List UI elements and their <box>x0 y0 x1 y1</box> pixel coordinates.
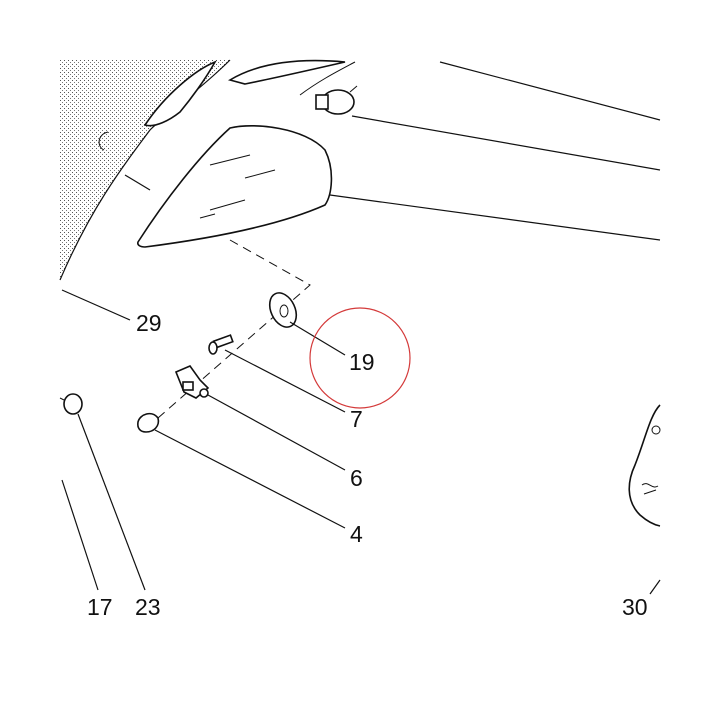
leader-23 <box>77 413 146 591</box>
callout-30: 30 <box>622 594 648 620</box>
leader-4 <box>154 429 346 529</box>
leader-6 <box>207 394 346 471</box>
leader-30 <box>649 579 661 595</box>
callout-17: 17 <box>87 594 113 620</box>
leader-top-2 <box>351 115 661 171</box>
callout-19: 19 <box>349 349 375 375</box>
leader-29 <box>61 289 131 321</box>
callout-23: 23 <box>135 594 161 620</box>
fairing-top-line <box>299 61 356 96</box>
leader-top-3 <box>329 194 661 241</box>
callout-7: 7 <box>350 406 363 432</box>
lens-reflection-4 <box>199 213 216 219</box>
bracket-part-6 <box>174 365 210 399</box>
rivet-part-23 <box>59 393 83 415</box>
bulb-icon <box>315 85 358 115</box>
nut-part-4 <box>137 412 160 433</box>
leader-17 <box>61 479 99 591</box>
assembly-dashed-line <box>149 239 311 426</box>
leader-19 <box>289 321 346 356</box>
leader-7 <box>224 349 346 413</box>
callout-4: 4 <box>350 521 363 547</box>
leader-panel <box>124 174 151 191</box>
body-panel-shading <box>60 60 230 280</box>
callout-6: 6 <box>350 465 363 491</box>
lens-reflection-3 <box>209 199 246 211</box>
callout-29: 29 <box>136 310 162 336</box>
fairing-upper-piece-2 <box>227 59 346 85</box>
lens-reflection-2 <box>244 169 276 179</box>
highlight-circle <box>309 307 411 409</box>
screw-part-7 <box>208 334 234 355</box>
grommet-part-19 <box>268 292 298 328</box>
signal-lens <box>137 125 333 248</box>
fairing-upper-piece <box>143 60 217 127</box>
lens-reflection-1 <box>209 154 251 166</box>
leader-top-1 <box>439 61 661 121</box>
clip-mark <box>98 131 109 151</box>
partial-component-30 <box>628 404 661 527</box>
